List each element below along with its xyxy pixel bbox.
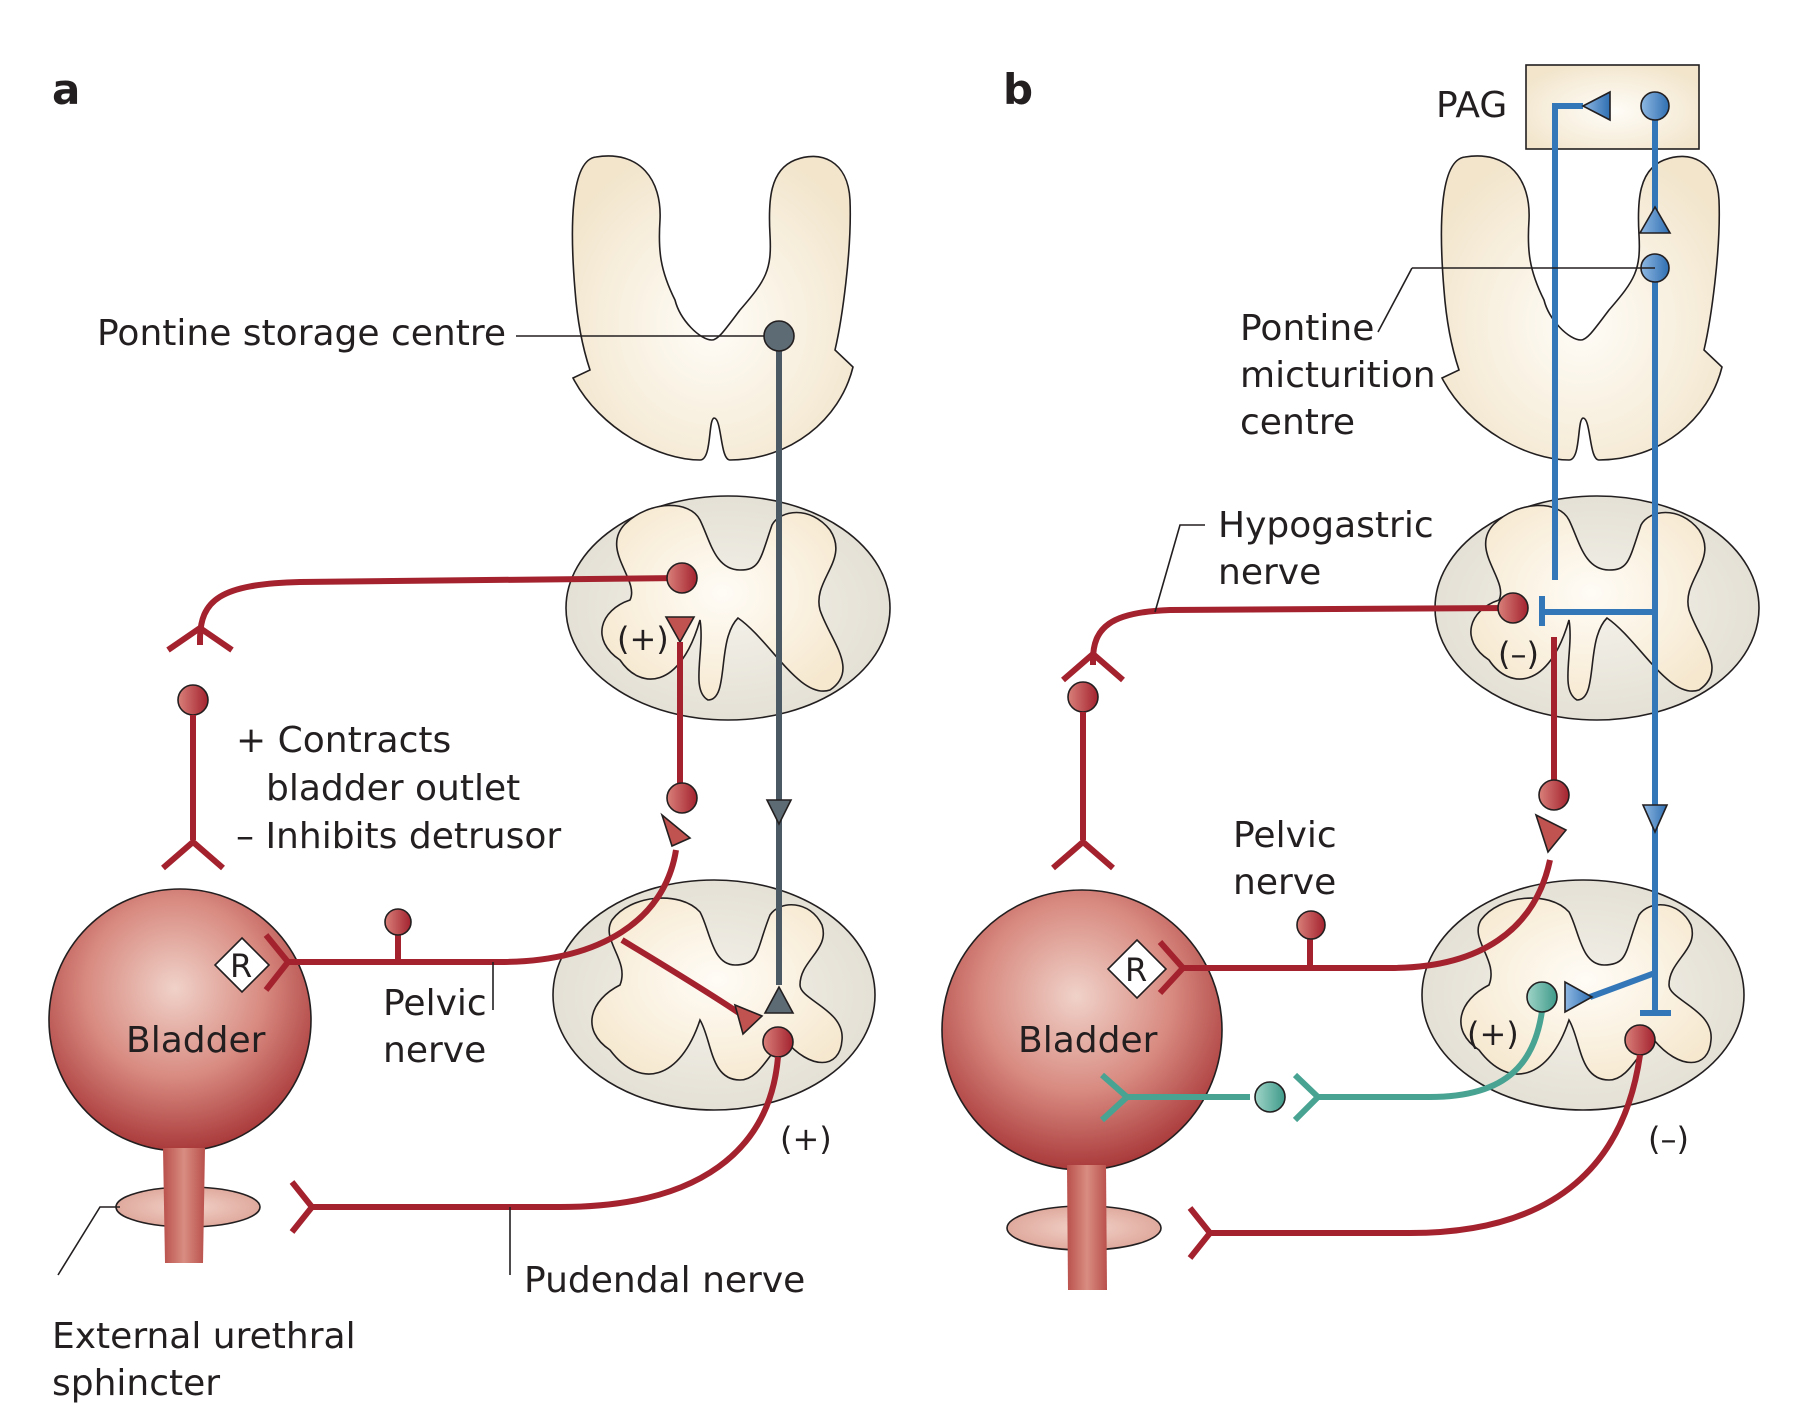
label-bladder-a: Bladder bbox=[126, 1020, 266, 1061]
stretch-receptor-a: R bbox=[213, 936, 271, 994]
hypogastric-leader bbox=[1154, 524, 1205, 613]
ganglion-neuron-b bbox=[1067, 681, 1099, 713]
pelvic-receptor-terminal-b bbox=[1157, 940, 1188, 996]
sign-thoracolumbar-b: (–) bbox=[1498, 635, 1539, 673]
onuf-motor-neuron-a bbox=[762, 1026, 794, 1058]
label-pelvic-b-2: nerve bbox=[1233, 862, 1336, 903]
label-sphincter-1: External urethral bbox=[52, 1316, 356, 1357]
ganglion-neuron-a bbox=[177, 684, 209, 716]
pudendal-nerve-b bbox=[1210, 1054, 1643, 1236]
pelvic-collateral-a bbox=[620, 937, 747, 1020]
label-pelvic-b-1: Pelvic bbox=[1233, 815, 1337, 856]
pons-shape bbox=[571, 155, 854, 461]
afferent-central-b bbox=[1315, 1010, 1545, 1100]
postganglionic-terminal-b bbox=[1051, 838, 1115, 871]
pag-to-cord-axon bbox=[1552, 103, 1583, 580]
label-pmc-3: centre bbox=[1240, 402, 1355, 443]
collateral-synapse-icon bbox=[733, 1003, 764, 1036]
sympathetic-neuron-a bbox=[666, 562, 698, 594]
dorsal-root-ganglion-b bbox=[1296, 910, 1326, 940]
receptor-label-b: R bbox=[1125, 951, 1147, 989]
label-pag: PAG bbox=[1436, 85, 1507, 126]
label-pelvic-a-2: nerve bbox=[383, 1030, 486, 1071]
dorsal-root-ganglion-a bbox=[384, 908, 412, 936]
pudendal-terminal-a bbox=[289, 1180, 316, 1234]
hypogastric-nerve-a bbox=[197, 575, 683, 645]
preganglionic-synapse-icon bbox=[664, 616, 696, 644]
label-pmc-2: micturition bbox=[1240, 355, 1436, 396]
interneuron-b bbox=[1526, 981, 1558, 1013]
sympathetic-neuron-b bbox=[1497, 592, 1529, 624]
thoracolumbar-cord-a bbox=[565, 495, 891, 721]
pelvic-nerve-b bbox=[1183, 859, 1553, 971]
panel-b: b PAG Pontine micturition centre bbox=[941, 64, 1760, 1290]
descending-arrow-icon-b bbox=[1641, 804, 1669, 834]
afferent-synapse-icon bbox=[660, 812, 692, 848]
storage-centre-neuron bbox=[763, 320, 795, 352]
onuf-motor-neuron-b bbox=[1624, 1024, 1656, 1056]
label-effect-2: bladder outlet bbox=[266, 768, 520, 809]
descending-arrow-icon bbox=[765, 799, 793, 826]
bladder-a: Bladder bbox=[48, 888, 312, 1263]
panel-a: a Pontine storage centre (+) bbox=[48, 65, 891, 1404]
pmc-synapse-icon bbox=[1638, 205, 1672, 234]
label-bladder-b: Bladder bbox=[1018, 1020, 1158, 1061]
pudendal-terminal-b bbox=[1187, 1206, 1214, 1260]
pag-neuron bbox=[1640, 91, 1670, 121]
bladder-b: Bladder bbox=[941, 889, 1223, 1290]
pag-synapse-icon bbox=[1581, 90, 1611, 122]
sign-sacral-a: (+) bbox=[780, 1120, 832, 1158]
stretch-receptor-b: R bbox=[1106, 938, 1168, 1000]
pag-box bbox=[1525, 64, 1700, 150]
pelvic-relay-neuron-a bbox=[666, 782, 698, 814]
sphincter-leader-a bbox=[57, 1206, 120, 1276]
excitatory-synapse-icon-b bbox=[1564, 980, 1594, 1014]
label-pelvic-a-1: Pelvic bbox=[383, 983, 487, 1024]
receptor-label-a: R bbox=[230, 947, 252, 985]
postganglionic-terminal-a bbox=[161, 838, 225, 871]
sign-sacral-motor-b: (–) bbox=[1648, 1120, 1689, 1158]
panel-label-b: b bbox=[1003, 65, 1033, 114]
pelvic-relay-neuron-b bbox=[1538, 779, 1570, 811]
pmc-excitatory-branch bbox=[1588, 970, 1657, 1000]
label-pudendal: Pudendal nerve bbox=[524, 1260, 805, 1301]
pelvic-receptor-terminal-a bbox=[263, 933, 292, 992]
label-effect-3: – Inhibits detrusor bbox=[236, 816, 561, 857]
label-hypogastric-2: nerve bbox=[1218, 552, 1321, 593]
label-effect-1: + Contracts bbox=[236, 720, 451, 761]
sign-thoracolumbar-a: (+) bbox=[617, 620, 669, 658]
hypogastric-terminal-a bbox=[166, 624, 234, 653]
afferent-central-terminal-b bbox=[1292, 1072, 1323, 1123]
label-hypogastric-1: Hypogastric bbox=[1218, 505, 1434, 546]
label-sphincter-2: sphincter bbox=[52, 1363, 220, 1404]
label-pontine-storage-centre: Pontine storage centre bbox=[97, 313, 506, 354]
pons-shape-b bbox=[1440, 155, 1723, 461]
afferent-bladder-terminal-b bbox=[1099, 1072, 1132, 1123]
panel-label-a: a bbox=[52, 65, 80, 114]
pelvic-nerve-a bbox=[286, 849, 679, 965]
thoracolumbar-cord-b bbox=[1434, 495, 1760, 721]
sign-sacral-interneuron-b: (+) bbox=[1467, 1015, 1519, 1053]
descending-terminal-icon bbox=[763, 985, 795, 1014]
label-pmc-1: Pontine bbox=[1240, 308, 1374, 349]
afferent-ganglion-neuron bbox=[1254, 1081, 1286, 1113]
pudendal-nerve-a bbox=[312, 1056, 781, 1210]
afferent-synapse-icon-b bbox=[1534, 813, 1568, 854]
hypogastric-terminal-b bbox=[1061, 650, 1125, 683]
